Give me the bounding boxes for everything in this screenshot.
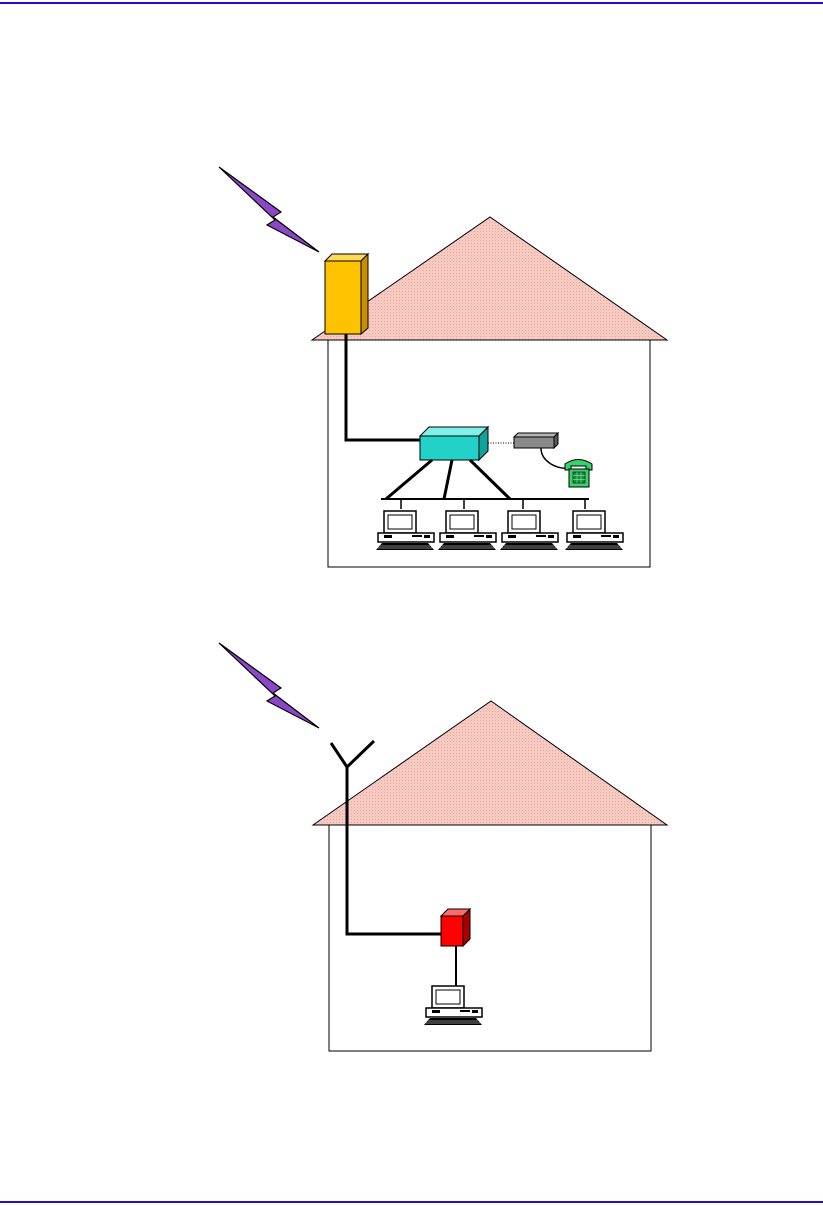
wireless-signal-bolt [219,167,319,252]
telephone-icon [565,460,592,488]
diagram-single-user-site [219,643,667,1051]
house-roof [313,701,667,825]
outdoor-unit [325,254,368,334]
house-walls [329,823,651,1051]
diagram-multi-user-site [219,167,667,567]
terminal-box [441,909,470,946]
antenna-icon [331,741,374,767]
wireless-signal-bolt [219,643,319,728]
router-box [420,427,488,460]
voice-adapter [514,433,558,448]
